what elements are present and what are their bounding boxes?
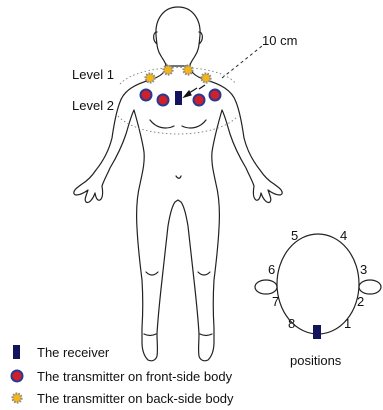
position-number: 4 xyxy=(340,228,347,243)
positions-diagram: 1 2 3 4 5 6 7 8 positions xyxy=(255,228,381,368)
position-number: 2 xyxy=(357,294,364,309)
back-transmitter xyxy=(202,74,211,83)
left-ear-top-view xyxy=(255,280,277,294)
right-knee xyxy=(198,272,210,275)
right-ankle xyxy=(200,334,212,336)
front-transmitter xyxy=(194,95,205,106)
head-outline xyxy=(156,7,200,66)
back-transmitter xyxy=(164,66,173,75)
receiver-marker xyxy=(175,91,182,105)
chest-detail-right xyxy=(182,120,206,128)
legend-receiver-label: The receiver xyxy=(37,345,110,360)
front-transmitter xyxy=(141,90,152,101)
positions-receiver-marker xyxy=(313,325,321,339)
level-1-dotted-line xyxy=(120,68,236,85)
position-number: 6 xyxy=(268,262,275,277)
legend-receiver-icon xyxy=(13,345,20,359)
left-knee xyxy=(146,272,158,275)
positions-caption: positions xyxy=(290,353,342,368)
distance-label: 10 cm xyxy=(262,33,297,48)
level-1-label: Level 1 xyxy=(72,67,114,82)
legend: The receiver The transmitter on front-si… xyxy=(12,345,235,406)
legend-front-transmitter-label: The transmitter on front-side body xyxy=(37,369,233,384)
back-transmitters xyxy=(146,66,211,83)
chest-detail-left xyxy=(150,120,174,128)
left-ankle xyxy=(144,334,156,336)
back-transmitter xyxy=(184,66,193,75)
front-transmitter xyxy=(158,95,169,106)
distance-dashed-line xyxy=(222,46,262,78)
position-number: 5 xyxy=(291,228,298,243)
position-number: 8 xyxy=(288,316,295,331)
legend-back-transmitter-icon xyxy=(13,394,22,403)
back-transmitter xyxy=(146,74,155,83)
right-ear-top-view xyxy=(359,280,381,294)
position-number: 1 xyxy=(344,316,351,331)
legend-front-transmitter-icon xyxy=(12,371,23,382)
navel xyxy=(176,176,181,178)
position-number: 7 xyxy=(272,294,279,309)
level-2-label: Level 2 xyxy=(72,98,114,113)
human-body-outline xyxy=(74,7,282,361)
position-number: 3 xyxy=(360,262,367,277)
legend-back-transmitter-label: The transmitter on back-side body xyxy=(37,391,234,406)
front-transmitter xyxy=(210,90,221,101)
